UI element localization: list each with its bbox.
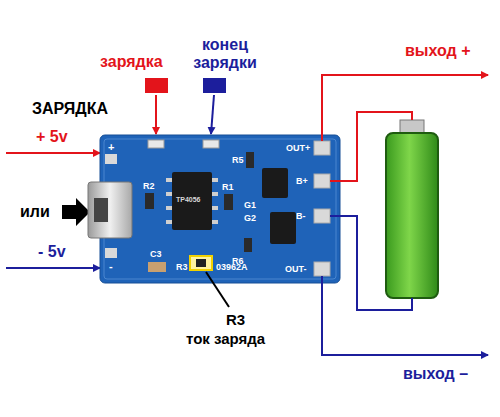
part-label: G1 <box>244 200 256 210</box>
part-label: R5 <box>232 155 244 165</box>
power-label: - 5v <box>38 243 66 261</box>
led-red-swatch <box>145 78 168 93</box>
section-label: ЗАРЯДКА <box>32 100 108 118</box>
resistor <box>224 194 233 210</box>
output-wire <box>322 276 488 355</box>
pad <box>314 262 330 276</box>
capacitor <box>148 262 166 272</box>
part-label: G2 <box>244 213 256 223</box>
battery-cap <box>400 120 424 134</box>
pad <box>314 174 330 188</box>
part-label: C3 <box>150 249 162 259</box>
pin-label: + <box>108 141 114 154</box>
resistor <box>145 193 154 209</box>
tp4056-chip <box>166 172 218 230</box>
part-label: R1 <box>222 182 234 192</box>
output-label: выход + <box>405 42 471 60</box>
resistor <box>244 238 252 252</box>
chip-marking: TP4056 <box>176 196 201 204</box>
indicator-label: конец зарядки <box>188 36 262 73</box>
battery-wire <box>330 216 412 310</box>
pad <box>105 248 117 258</box>
resistor <box>246 152 254 168</box>
block-arrow <box>62 198 90 226</box>
pin-label: B- <box>296 211 306 221</box>
pin-label: OUT+ <box>286 143 310 153</box>
output-wire <box>322 75 488 141</box>
part-label: R3 <box>176 262 188 272</box>
pin-label: OUT- <box>285 264 307 274</box>
pad <box>314 141 330 155</box>
part-label: R2 <box>143 181 155 191</box>
power-label: + 5v <box>36 128 68 146</box>
output-label: выход – <box>403 365 468 383</box>
led-pointer <box>211 95 214 134</box>
part-label: 03962A <box>216 262 248 272</box>
resistor <box>196 259 206 267</box>
micro-usb-hole <box>94 198 108 222</box>
pcb-edge <box>104 139 336 279</box>
pcb-board <box>100 135 340 283</box>
led-blue-swatch <box>203 78 226 93</box>
battery <box>386 133 438 298</box>
led <box>148 140 164 148</box>
note-label: или <box>20 203 50 221</box>
callout-label: R3 <box>226 311 245 328</box>
pad <box>105 154 117 164</box>
input-wire <box>6 267 100 269</box>
pin-label: B+ <box>296 176 308 186</box>
led-pointer <box>155 95 157 134</box>
protection-ic <box>262 168 296 244</box>
leader-line <box>206 272 229 307</box>
led <box>203 140 219 148</box>
input-wire <box>6 152 100 154</box>
indicator-label: зарядка <box>100 53 163 71</box>
callout-note: ток заряда <box>186 330 265 347</box>
r3-highlight <box>190 256 212 270</box>
micro-usb <box>88 182 132 238</box>
battery-wire <box>330 112 412 181</box>
pad <box>314 209 330 223</box>
pin-label: - <box>109 260 113 273</box>
